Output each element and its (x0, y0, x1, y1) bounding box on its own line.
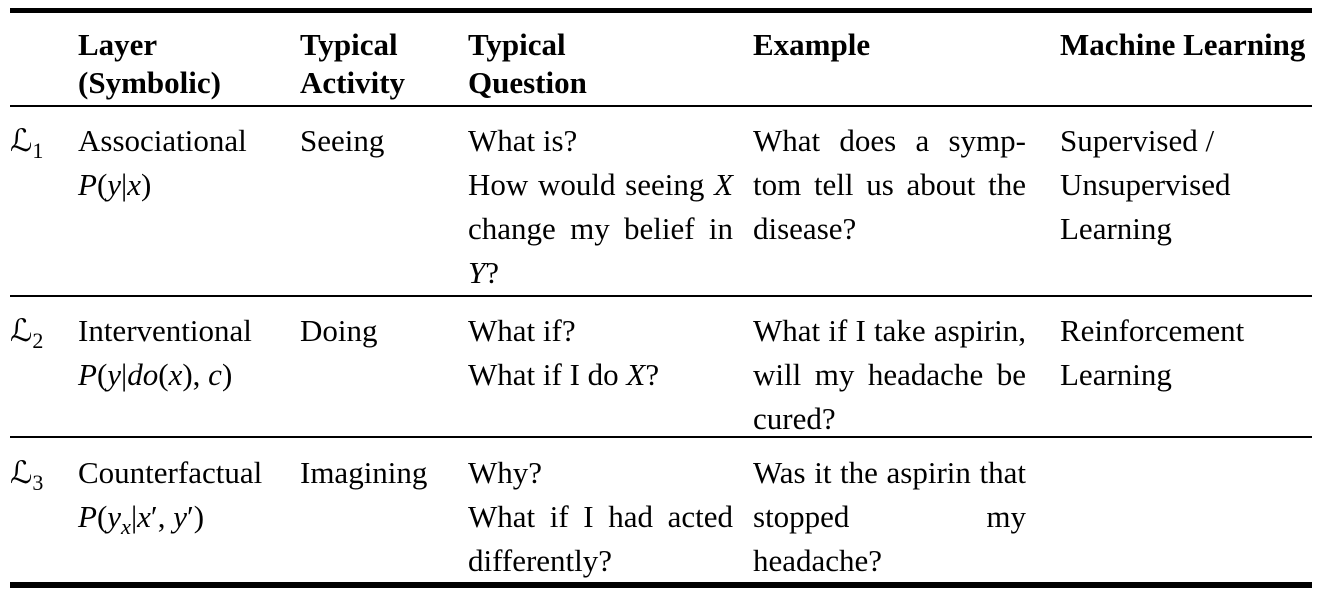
typical-question: Why?What if I had acted differently? (468, 455, 733, 578)
typical-question: What is?How would seeing X change my bel… (468, 123, 733, 290)
typical-activity: Seeing (300, 123, 385, 158)
example-text: What does a symp­tom tell us about the d… (753, 123, 1026, 246)
header-machine-learning: Machine Learning (1060, 27, 1306, 62)
example-text: Was it the aspirin that stopped my heada… (753, 455, 1026, 578)
layer-index: 3 (32, 470, 44, 496)
script-l-glyph: ℒ (10, 313, 33, 349)
header-example: Example (753, 27, 871, 62)
layer-symbol-l2: ℒ2 (10, 309, 78, 441)
layer-name: Counterfactual (78, 455, 263, 490)
header-layer: Layer(Symbolic) (78, 27, 221, 100)
machine-learning-text (1060, 451, 1312, 583)
layer-formula: P(y|x) (78, 167, 152, 202)
table-row-associational: ℒ1 Associational P(y|x) Seeing What is?H… (10, 107, 1312, 297)
table-row-interventional: ℒ2 Interventional P(y|do(x), c) Doing Wh… (10, 297, 1312, 438)
layer-symbol-l1: ℒ1 (10, 119, 78, 295)
layer-name: Interventional (78, 313, 252, 348)
typical-activity: Doing (300, 313, 378, 348)
machine-learning-text: Supervised / Unsupervised Learning (1060, 123, 1231, 246)
layer-cell: Interventional P(y|do(x), c) (78, 309, 300, 441)
layer-symbol-l3: ℒ3 (10, 451, 78, 583)
machine-learning-text: Reinforcement Learning (1060, 313, 1245, 392)
script-l-glyph: ℒ (10, 455, 33, 491)
script-l-glyph: ℒ (10, 123, 33, 159)
layer-index: 2 (32, 328, 44, 354)
table-row-counterfactual: ℒ3 Counterfactual P(yx|x′, y′) Imagining… (10, 438, 1312, 582)
example-text: What if I take aspirin, will my headache… (753, 313, 1026, 436)
typical-question: What if?What if I do X? (468, 313, 660, 392)
typical-activity: Imagining (300, 455, 428, 490)
layer-cell: Counterfactual P(yx|x′, y′) (78, 451, 300, 583)
layer-formula: P(y|do(x), c) (78, 357, 233, 392)
layer-name: Associational (78, 123, 247, 158)
layer-cell: Associational P(y|x) (78, 119, 300, 295)
layer-formula: P(yx|x′, y′) (78, 499, 205, 540)
layer-index: 1 (32, 138, 44, 164)
header-symbol-cell (10, 26, 78, 105)
